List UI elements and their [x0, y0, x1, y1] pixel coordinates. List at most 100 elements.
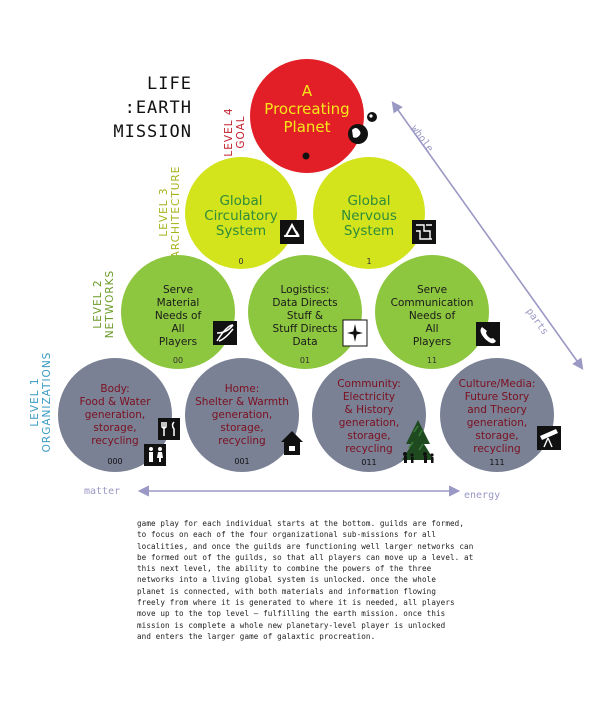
caption-line: localities, and once the guilds are func…	[137, 541, 474, 551]
matter-label: matter	[84, 486, 120, 497]
caption-line: be formed out of the guilds, so that all…	[137, 552, 474, 562]
level-1-number: LEVEL 1	[29, 377, 41, 426]
utensils-icon	[158, 418, 180, 440]
dna-icon	[213, 321, 237, 345]
level-2-number: LEVEL 2	[92, 279, 104, 328]
circulatory-line-3: System	[216, 223, 266, 239]
goal-line-2: Procreating	[264, 100, 349, 118]
communication-code: 11	[427, 356, 437, 365]
material-line-1: Serve	[163, 284, 193, 296]
matter-energy-axis: matter energy	[84, 485, 500, 501]
level-1-name: ORGANIZATIONS	[41, 352, 53, 453]
level-4-label: LEVEL 4 GOAL	[223, 107, 247, 156]
material-line-5: Players	[159, 336, 197, 348]
community-line-2: Electricity	[343, 391, 395, 403]
organizations-node-body: Body: Food & Water generation, storage, …	[58, 358, 180, 472]
tree-family-icon	[402, 420, 434, 463]
whole-label: whole	[409, 123, 435, 154]
communication-line-1: Serve	[417, 284, 447, 296]
nervous-line-3: System	[344, 223, 394, 239]
networks-node-communication: Serve Communication Needs of All Players…	[375, 255, 500, 369]
home-line-3: generation,	[212, 409, 272, 421]
material-code: 00	[173, 356, 183, 365]
communication-line-5: Players	[413, 336, 451, 348]
earth-moon-icon	[348, 112, 377, 144]
description-caption: game play for each individual starts at …	[137, 518, 473, 642]
architecture-node-nervous: Global Nervous System 1	[313, 157, 436, 269]
community-line-3: & History	[345, 404, 394, 416]
culture-line-5: storage,	[475, 430, 518, 442]
logistics-line-3: Stuff &	[287, 310, 323, 322]
logistics-code: 01	[300, 356, 310, 365]
level-3-label: LEVEL 3 ARCHITECTURE	[158, 166, 182, 259]
caption-line: game play for each individual starts at …	[137, 519, 465, 528]
people-icon	[144, 444, 166, 466]
organizations-node-community: Community: Electricity & History generat…	[312, 358, 434, 472]
parts-label: parts	[524, 306, 550, 337]
body-line-3: generation,	[85, 409, 145, 421]
logistics-line-5: Data	[292, 336, 317, 348]
caption-line: move up to the top level — fulfilling th…	[137, 609, 446, 619]
title-line-1: LIFE	[147, 74, 192, 94]
circulatory-line-2: Circulatory	[204, 208, 278, 224]
logistics-line-1: Logistics:	[281, 284, 330, 296]
logistics-line-4: Stuff Directs	[273, 323, 338, 335]
culture-line-2: Future Story	[465, 391, 530, 403]
level-3-number: LEVEL 3	[158, 187, 170, 236]
communication-line-3: Needs of	[409, 310, 456, 322]
material-line-4: All	[171, 323, 184, 335]
home-line-4: storage,	[220, 422, 263, 434]
level-2-name: NETWORKS	[104, 270, 116, 338]
organizations-node-home: Home: Shelter & Warmth generation, stora…	[185, 358, 303, 472]
goal-line-3: Planet	[283, 118, 330, 136]
home-line-1: Home:	[225, 383, 260, 395]
circulatory-code: 0	[238, 257, 243, 266]
level-4-name: GOAL	[235, 115, 247, 148]
level-4-number: LEVEL 4	[223, 107, 235, 156]
goal-node: A Procreating Planet	[250, 59, 377, 173]
community-line-5: storage,	[347, 430, 390, 442]
level-1-label: LEVEL 1 ORGANIZATIONS	[29, 352, 53, 453]
body-line-2: Food & Water	[79, 396, 151, 408]
energy-label: energy	[464, 490, 500, 501]
caption-line: to focus on each of the four organizatio…	[137, 530, 436, 540]
logistics-line-2: Data Directs	[272, 297, 337, 309]
nervous-line-1: Global	[347, 193, 390, 209]
caption-line: this next level, the ability to combine …	[137, 564, 432, 574]
level-2-label: LEVEL 2 NETWORKS	[92, 270, 116, 338]
body-code: 000	[107, 457, 122, 466]
organizations-node-culture: Culture/Media: Future Story and Theory g…	[440, 358, 561, 472]
material-line-3: Needs of	[155, 310, 202, 322]
home-line-2: Shelter & Warmth	[195, 396, 289, 408]
caption-line: and enters the larger game of galaxtic p…	[137, 631, 376, 641]
compass-icon	[342, 319, 368, 347]
caption-line: planet is connected, with both materials…	[137, 586, 436, 596]
material-line-2: Material	[157, 297, 200, 309]
culture-line-1: Culture/Media:	[459, 378, 536, 390]
caption-line: freely from where it is generated to whe…	[137, 598, 455, 608]
community-line-4: generation,	[339, 417, 399, 429]
circuit-icon	[412, 220, 436, 244]
culture-line-3: and Theory	[467, 404, 527, 416]
networks-node-logistics: Logistics: Data Directs Stuff & Stuff Di…	[248, 255, 368, 369]
recycle-icon	[280, 220, 304, 244]
caption-line: networks into a living global system is …	[137, 575, 436, 585]
nervous-line-2: Nervous	[341, 208, 397, 224]
circulatory-line-1: Global	[219, 193, 262, 209]
house-icon	[281, 431, 303, 455]
home-line-5: recycling	[218, 435, 265, 447]
architecture-node-circulatory: Global Circulatory System 0	[185, 157, 304, 269]
culture-line-4: generation,	[467, 417, 527, 429]
caption-line: mission is complete a whole new planetar…	[137, 620, 446, 630]
title-line-2: :EARTH	[124, 98, 192, 118]
body-line-4: storage,	[93, 422, 136, 434]
networks-node-material: Serve Material Needs of All Players 00	[121, 255, 237, 369]
community-line-1: Community:	[337, 378, 401, 390]
nervous-code: 1	[366, 257, 371, 266]
goal-line-1: A	[302, 82, 313, 100]
community-line-6: recycling	[345, 443, 392, 455]
body-line-5: recycling	[91, 435, 138, 447]
phone-icon	[476, 322, 500, 346]
